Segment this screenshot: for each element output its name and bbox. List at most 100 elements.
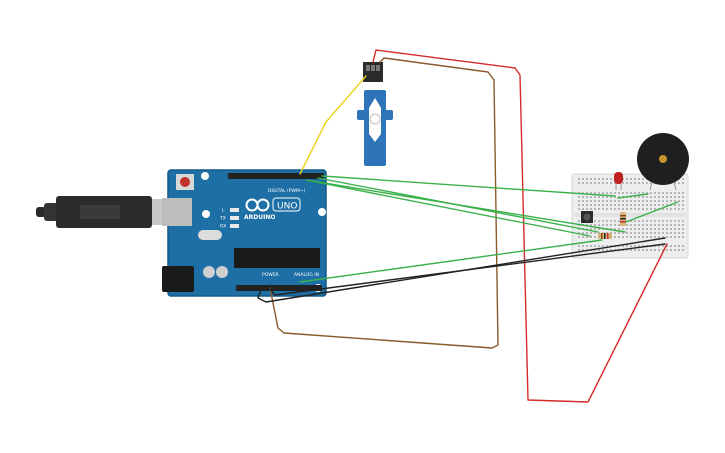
- breadboard-hole: [678, 236, 680, 238]
- model-badge: [272, 197, 301, 212]
- breadboard-hole: [662, 208, 664, 210]
- breadboard-hole: [670, 220, 672, 222]
- wire-brown-ground[interactable]: [269, 57, 499, 349]
- breadboard-hole: [678, 232, 680, 234]
- breadboard-hole: [630, 196, 632, 198]
- breadboard-hole: [658, 224, 660, 226]
- breadboard-hole: [610, 178, 612, 180]
- breadboard-hole: [594, 196, 596, 198]
- wire-green[interactable]: [625, 201, 679, 223]
- breadboard-hole: [634, 200, 636, 202]
- breadboard-hole: [682, 224, 684, 226]
- piezo-buzzer[interactable]: [637, 133, 689, 191]
- breadboard-hole: [594, 232, 596, 234]
- push-button[interactable]: [581, 211, 593, 223]
- reset-button[interactable]: [180, 177, 190, 187]
- breadboard-hole: [594, 178, 596, 180]
- led-l: [230, 208, 239, 212]
- breadboard-hole: [618, 224, 620, 226]
- breadboard-hole: [670, 192, 672, 194]
- red-led[interactable]: [614, 172, 623, 190]
- wire-green[interactable]: [617, 193, 649, 199]
- wire-yellow-signal[interactable]: [299, 75, 367, 175]
- breadboard-hole: [614, 208, 616, 210]
- breadboard-hole: [594, 228, 596, 230]
- breadboard-hole: [622, 236, 624, 238]
- capacitor: [203, 266, 215, 278]
- breadboard-hole: [642, 208, 644, 210]
- wire-green[interactable]: [299, 239, 603, 283]
- breadboard-hole: [674, 192, 676, 194]
- breadboard-hole: [666, 208, 668, 210]
- breadboard-hole: [590, 224, 592, 226]
- breadboard-hole: [618, 204, 620, 206]
- breadboard-hole: [630, 200, 632, 202]
- breadboard-hole: [678, 208, 680, 210]
- breadboard-hole: [578, 249, 580, 251]
- wire-black-ground[interactable]: [269, 243, 666, 296]
- breadboard-hole: [630, 192, 632, 194]
- breadboard-hole: [618, 192, 620, 194]
- breadboard-hole: [642, 220, 644, 222]
- breadboard-hole: [670, 228, 672, 230]
- breadboard-hole: [646, 208, 648, 210]
- breadboard-hole: [674, 196, 676, 198]
- wire-green[interactable]: [305, 179, 591, 237]
- breadboard-hole: [658, 196, 660, 198]
- breadboard-hole: [610, 196, 612, 198]
- breadboard-hole: [590, 232, 592, 234]
- servo-motor[interactable]: [357, 62, 393, 166]
- breadboard-hole: [642, 228, 644, 230]
- breadboard-hole: [630, 224, 632, 226]
- breadboard-hole: [594, 220, 596, 222]
- breadboard-hole: [666, 224, 668, 226]
- wire-red-power[interactable]: [372, 49, 668, 403]
- breadboard-hole: [578, 204, 580, 206]
- breadboard-hole: [662, 245, 664, 247]
- breadboard-hole: [682, 208, 684, 210]
- breadboard-hole: [654, 208, 656, 210]
- arduino-uno[interactable]: L TX RX ARDUINO UNO DIGITAL (PWM~) POWER…: [162, 169, 327, 297]
- resistor[interactable]: [620, 212, 626, 226]
- breadboard-hole: [646, 232, 648, 234]
- breadboard-hole: [634, 192, 636, 194]
- wire-green[interactable]: [321, 175, 616, 197]
- breadboard-hole: [618, 208, 620, 210]
- breadboard-hole: [642, 232, 644, 234]
- breadboard-hole: [582, 204, 584, 206]
- breadboard-hole: [638, 236, 640, 238]
- breadboard-hole: [646, 200, 648, 202]
- usb-port: [162, 198, 192, 226]
- breadboard-hole: [650, 200, 652, 202]
- connector-pin: [366, 65, 370, 71]
- breadboard-hole: [678, 200, 680, 202]
- analog-label: ANALOG IN: [294, 272, 319, 278]
- breadboard-hole: [682, 245, 684, 247]
- breadboard-hole: [614, 182, 616, 184]
- breadboard-hole: [602, 220, 604, 222]
- breadboard-hole: [606, 224, 608, 226]
- breadboard-hole: [586, 200, 588, 202]
- breadboard-hole: [678, 245, 680, 247]
- led-label-rx: RX: [220, 224, 226, 230]
- breadboard-hole: [598, 228, 600, 230]
- breadboard-hole: [674, 182, 676, 184]
- breadboard-hole: [594, 236, 596, 238]
- digital-label: DIGITAL (PWM~): [268, 188, 306, 194]
- breadboard-hole: [666, 236, 668, 238]
- breadboard-hole: [662, 236, 664, 238]
- breadboard-hole: [674, 236, 676, 238]
- breadboard-hole: [682, 220, 684, 222]
- breadboard-hole: [674, 204, 676, 206]
- breadboard-hole: [650, 204, 652, 206]
- resistor[interactable]: [598, 233, 612, 239]
- breadboard-hole: [666, 249, 668, 251]
- breadboard-hole: [614, 228, 616, 230]
- wire-green[interactable]: [311, 180, 626, 233]
- breadboard-hole: [670, 208, 672, 210]
- breadboard-hole: [646, 192, 648, 194]
- breadboard-hole: [650, 249, 652, 251]
- breadboard-hole: [634, 204, 636, 206]
- breadboard-hole: [598, 249, 600, 251]
- usb-cable[interactable]: [36, 196, 174, 228]
